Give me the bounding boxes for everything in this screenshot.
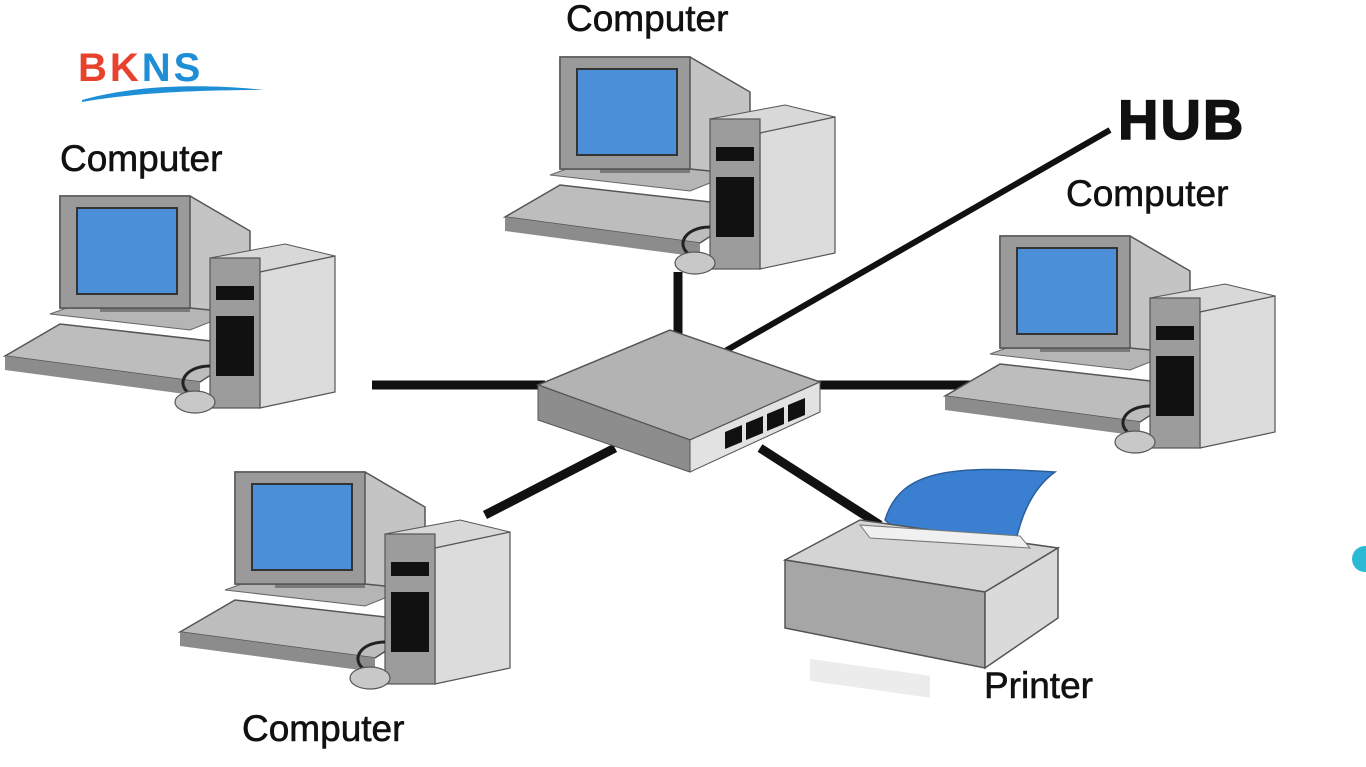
label-printer: Printer — [984, 665, 1094, 706]
computer-right — [943, 234, 1277, 455]
label-computer-bottom: Computer — [242, 708, 405, 749]
hub-device — [535, 329, 823, 473]
accent-dot — [1352, 546, 1366, 572]
hub-pointer-line — [678, 127, 1112, 380]
logo-swoosh — [82, 86, 264, 102]
cables — [372, 272, 1000, 529]
label-computer-right: Computer — [1066, 173, 1229, 214]
logo-wordmark: BKNS — [78, 48, 203, 88]
logo-text-ns: NS — [141, 46, 204, 90]
label-hub: HUB — [1117, 88, 1246, 151]
computer-bottom-left — [178, 470, 512, 691]
printer-device — [782, 468, 1061, 698]
logo-text-bk: BK — [78, 46, 142, 90]
computer-left — [3, 194, 337, 415]
label-computer-top: Computer — [566, 0, 729, 39]
label-computer-left: Computer — [60, 138, 223, 179]
bkns-logo: BKNS — [78, 48, 268, 104]
computer-top — [503, 55, 837, 276]
